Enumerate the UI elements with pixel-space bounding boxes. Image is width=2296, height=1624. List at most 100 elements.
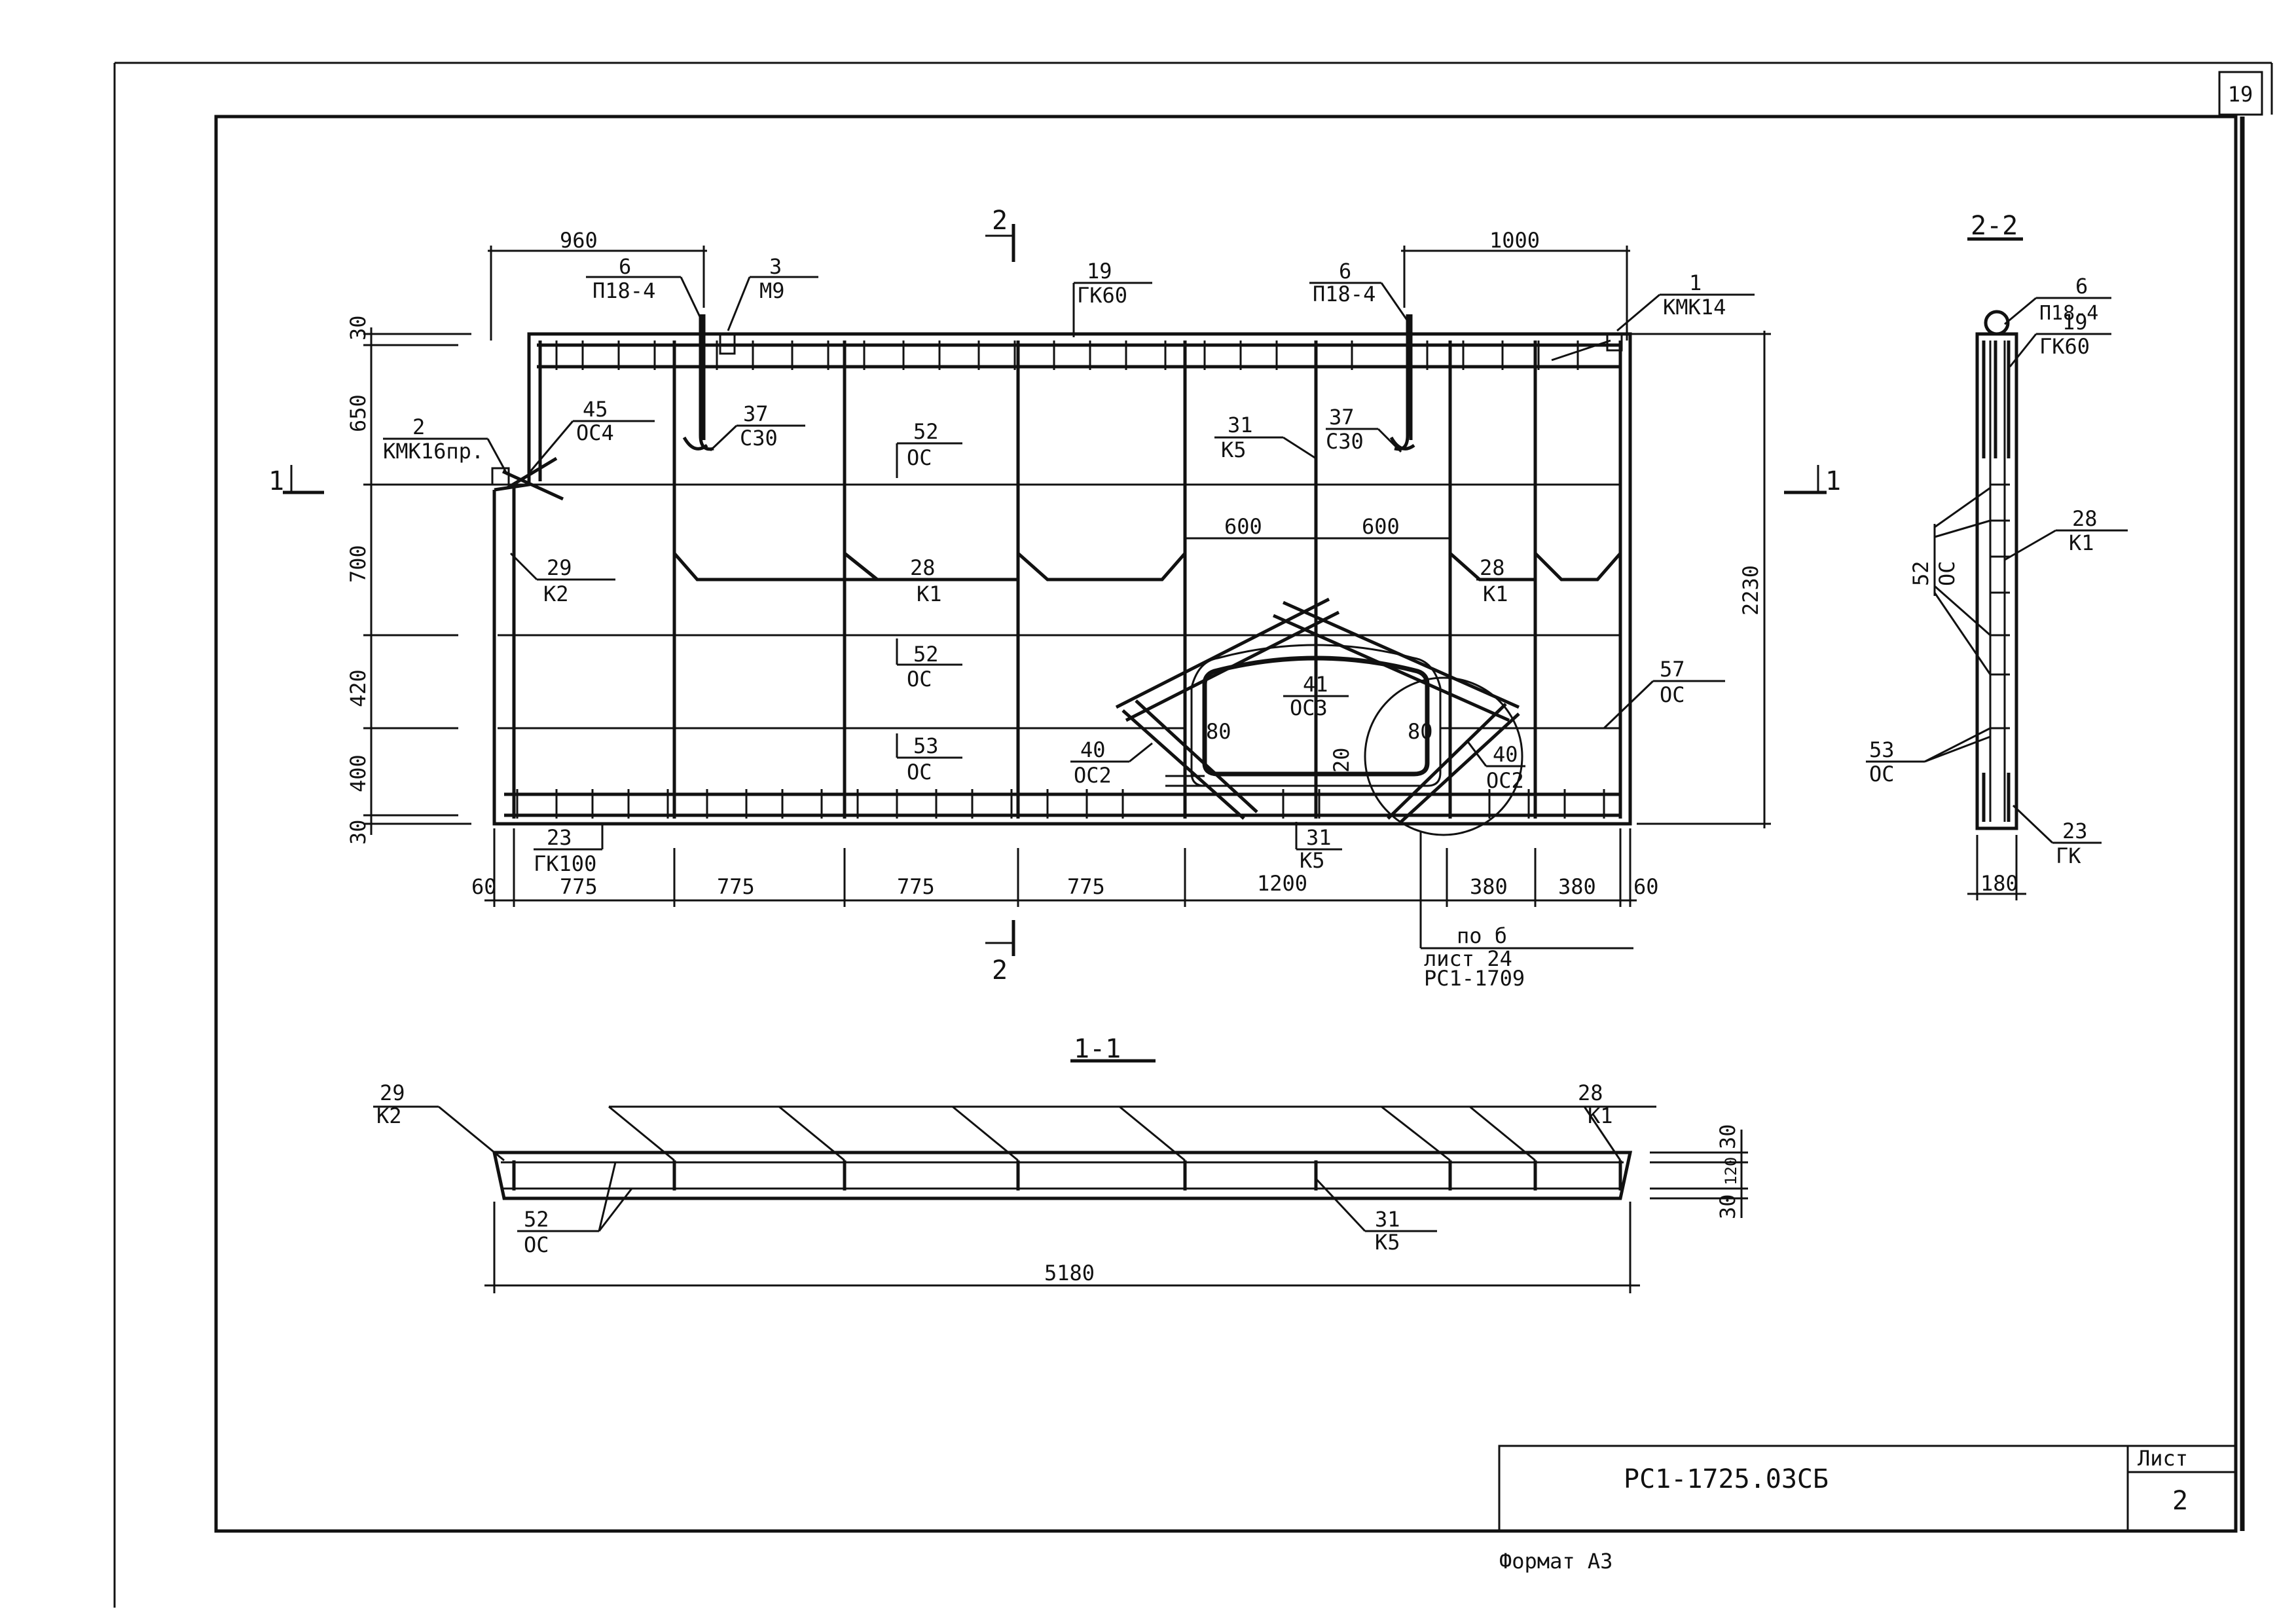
callout-37a-mark: С30 [740, 426, 778, 451]
callouts-elevation: 6 П18-4 3 М9 19 ГК60 6 П18-4 1 КМК14 2 К… [383, 254, 1755, 991]
dims-right: 2230 [1637, 331, 1771, 828]
callout-1-num: 1 [1689, 270, 1702, 295]
dim-left-400: 400 [346, 754, 371, 792]
s22-callout-19-num: 19 [2062, 310, 2088, 335]
callout-45-mark: ОС4 [576, 420, 614, 445]
callout-52a-num: 52 [913, 419, 939, 444]
callout-29-num: 29 [547, 555, 572, 580]
dims-left: 30 650 700 420 400 30 [346, 315, 494, 845]
dim-bottom-60a: 60 [471, 874, 497, 899]
callout-31b-mark: К5 [1300, 848, 1325, 873]
s11-dim-30b: 30 [1715, 1194, 1740, 1219]
s22-callout-19-mark: ГК60 [2039, 334, 2090, 359]
s11-callout-29-mark: К2 [376, 1103, 402, 1128]
callout-40a-num: 40 [1080, 737, 1106, 762]
callout-40b-mark: ОС2 [1486, 768, 1524, 793]
s11-callout-52-mark: ОС [524, 1232, 549, 1257]
s22-callout-28-num: 28 [2072, 506, 2098, 531]
callout-6a-mark: П18-4 [592, 278, 655, 303]
section-2-2: 2-2 6 П18-4 19 ГК60 [1866, 211, 2128, 900]
s11-dim-120: 120 [1722, 1157, 1740, 1185]
sheet-label: Лист [2138, 1446, 2188, 1471]
dim-bottom-775c: 775 [897, 874, 935, 899]
dim-left-30a: 30 [346, 315, 371, 341]
callout-1-mark: КМК14 [1663, 295, 1726, 320]
dim-600a: 600 [1224, 514, 1262, 539]
callout-6b-mark: П18-4 [1313, 282, 1376, 306]
s11-callout-31-num: 31 [1375, 1207, 1400, 1232]
section-mark-2-bottom: 2 [992, 955, 1008, 986]
dim-left-650: 650 [346, 394, 371, 432]
dim-left-30b: 30 [346, 819, 371, 845]
s22-callout-52-mark: ОС [1935, 561, 1959, 586]
dim-20: 20 [1329, 747, 1354, 773]
distribution-bars [498, 483, 1620, 729]
dim-960: 960 [560, 228, 598, 253]
s22-callout-53-mark: ОС [1869, 762, 1895, 786]
callout-19-num: 19 [1087, 259, 1112, 284]
callout-40b-num: 40 [1493, 742, 1518, 767]
ref-note-line2: лист 24 [1424, 946, 1512, 971]
callout-45-num: 45 [583, 397, 608, 422]
dim-bottom-380a: 380 [1470, 874, 1508, 899]
drawing-designation: РС1-1725.03СБ [1624, 1464, 1829, 1494]
callout-52a-mark: ОС [907, 445, 932, 470]
dim-bottom-775d: 775 [1067, 874, 1105, 899]
callout-52b-num: 52 [913, 642, 939, 667]
s11-callout-28-num: 28 [1578, 1080, 1603, 1105]
callout-28a-mark: К1 [917, 581, 942, 606]
callout-2-mark: КМК16пр. [383, 439, 484, 464]
callout-37a-num: 37 [743, 401, 769, 426]
title-block: РС1-1725.03СБ Лист 2 [1498, 1445, 2237, 1532]
page-number-box: 19 [2218, 71, 2263, 116]
callout-23-mark: ГК100 [534, 851, 596, 876]
dim-left-420: 420 [346, 669, 371, 707]
s22-callout-23-num: 23 [2062, 819, 2088, 843]
dims-inner: 600 600 80 80 20 [1185, 514, 1450, 773]
callout-3-num: 3 [769, 254, 782, 279]
dim-bottom-775b: 775 [717, 874, 755, 899]
callout-53-num: 53 [913, 733, 939, 758]
section-1-1-ribs [512, 1160, 1622, 1190]
section-2-2-title: 2-2 [1971, 211, 2018, 241]
callout-31a-mark: К5 [1221, 437, 1247, 462]
callout-57-num: 57 [1660, 657, 1685, 682]
callout-19-mark: ГК60 [1077, 283, 1127, 308]
dim-bottom-380b: 380 [1558, 874, 1596, 899]
page-number: 19 [2228, 82, 2253, 107]
section-1-1: 1-1 28 К1 29 К2 [373, 1034, 1748, 1293]
section-mark-1-left: 1 [268, 466, 284, 496]
callout-3-mark: М9 [759, 278, 785, 303]
panel-elevation [492, 314, 1650, 836]
s11-dim-5180: 5180 [1044, 1261, 1095, 1285]
callout-31a-num: 31 [1228, 413, 1253, 437]
section-mark-1-right: 1 [1825, 466, 1841, 496]
ref-note-line1: по б [1457, 923, 1507, 948]
dims-top: 960 1000 [488, 228, 1630, 341]
dim-bottom-60b: 60 [1633, 874, 1659, 899]
s22-callout-23-mark: ГК [2056, 843, 2081, 868]
sheet-number: 2 [2172, 1486, 2188, 1516]
dim-bottom-1200: 1200 [1257, 871, 1307, 896]
callout-6a-num: 6 [619, 254, 631, 279]
dim-2230: 2230 [1738, 565, 1763, 616]
callout-31b-num: 31 [1306, 825, 1332, 850]
s22-dim-180: 180 [1980, 871, 2018, 896]
inner-frame [214, 115, 2245, 1533]
dims-bottom: 60 775 775 775 775 1200 380 380 60 [471, 828, 1659, 907]
callout-28b-mark: К1 [1483, 581, 1508, 606]
callout-28b-num: 28 [1480, 555, 1505, 580]
s11-callout-29-num: 29 [380, 1080, 405, 1105]
callout-41-mark: ОС3 [1290, 695, 1328, 720]
section-2-2-ticks [1990, 483, 2010, 729]
callout-37b-num: 37 [1329, 405, 1355, 430]
detail-circle [1364, 676, 1523, 836]
section-marks-elevation: 2 2 1 1 [268, 206, 1841, 986]
dim-600b: 600 [1362, 514, 1400, 539]
s22-callout-53-num: 53 [1869, 737, 1895, 762]
k1-frames [673, 552, 1622, 581]
s11-callout-31-mark: К5 [1375, 1230, 1400, 1255]
s22-callout-28-mark: К1 [2069, 530, 2094, 555]
outer-frame [113, 62, 2273, 1608]
